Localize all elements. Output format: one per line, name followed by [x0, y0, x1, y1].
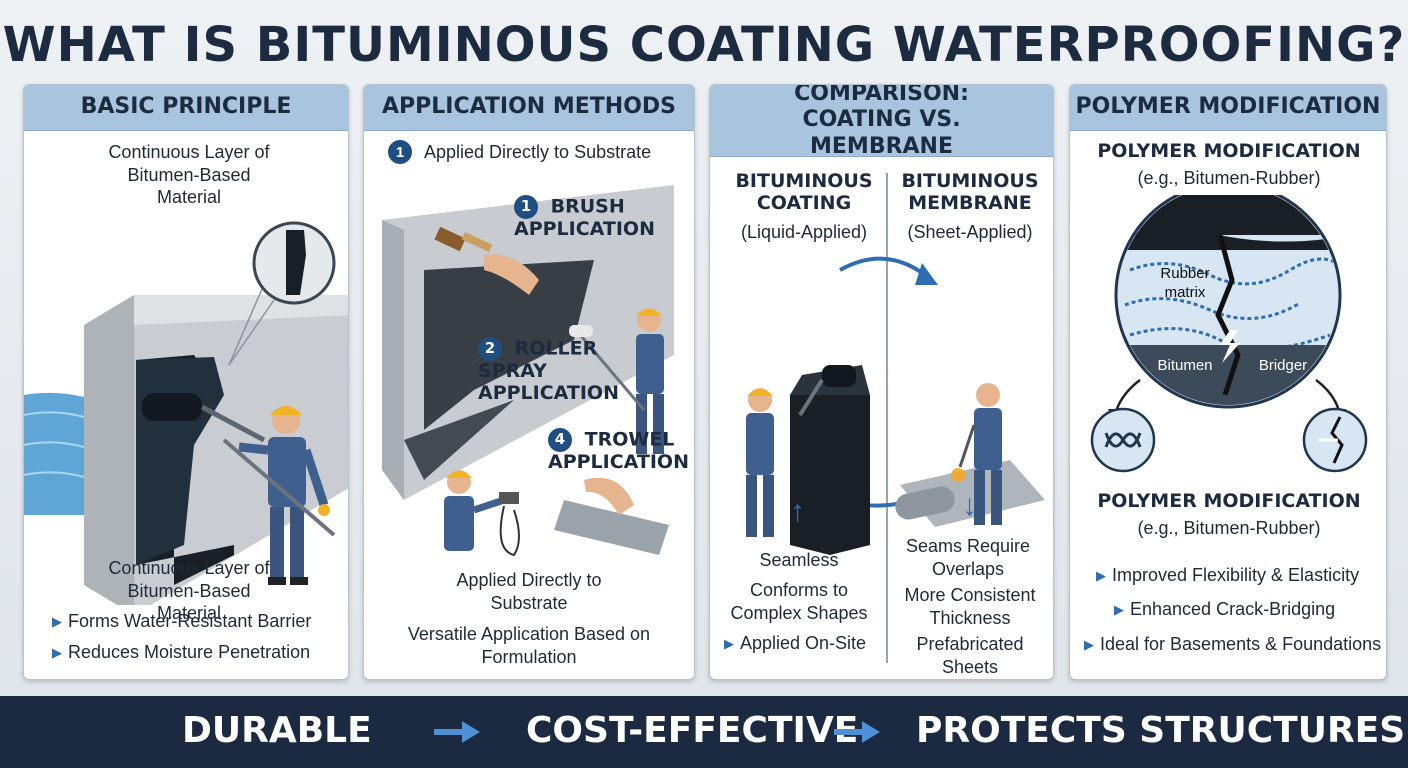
polymer-bottom-subtitle: (e.g., Bitumen-Rubber) — [1137, 518, 1321, 538]
wall-application-illustration — [382, 185, 674, 557]
panel-comparison: COMPARISON: COATING VS. MEMBRANE BITUMIN… — [709, 84, 1054, 680]
bitumen-label: Bitumen — [1157, 357, 1213, 374]
panel-header: BASIC PRINCIPLE — [24, 85, 348, 131]
methods-caption-2: Versatile Application Based on Formulati… — [407, 624, 651, 667]
membrane-title: BITUMINOUS MEMBRANE — [901, 170, 1039, 214]
bridger-label: Bridger — [1258, 357, 1308, 374]
footer-item-protects-structures: PROTECTS STRUCTURES — [916, 710, 1406, 751]
methods-caption-1: Applied Directly to Substrate — [456, 570, 602, 613]
membrane-point: Prefabricated Sheets — [916, 634, 1024, 677]
up-arrow-icon: ↑ — [790, 495, 805, 528]
polymer-bottom-title: POLYMER MODIFICATION — [1097, 490, 1361, 512]
triangle-bullet-icon: ▶ — [52, 613, 62, 629]
triangle-bullet-icon: ▶ — [1096, 567, 1106, 583]
panel-basic-principle: BASIC PRINCIPLE Continuous Layer of Bitu… — [23, 84, 349, 680]
triangle-bullet-icon: ▶ — [724, 635, 734, 651]
brush-step: 1 BRUSH APPLICATION — [514, 195, 655, 240]
footer-item-cost-effective: COST-EFFECTIVE — [526, 710, 859, 751]
flexibility-icon — [1090, 407, 1156, 473]
trowel-step: 4 TROWEL APPLICATION — [548, 428, 689, 473]
panel-header: COMPARISON: COATING VS. MEMBRANE — [710, 85, 1053, 159]
panel-application-methods: APPLICATION METHODS 1 Applied Directly t… — [363, 84, 695, 680]
panel-polymer-modification: POLYMER MODIFICATION POLYMER MODIFICATIO… — [1069, 84, 1387, 680]
rubber-matrix-label: Rubber matrix — [1160, 265, 1210, 301]
footer-item-durable: DURABLE — [182, 710, 372, 751]
coating-vs-membrane-illustration — [746, 256, 1045, 555]
step-number-badge: 4 — [548, 428, 572, 452]
divider — [886, 173, 888, 663]
top-step: 1 Applied Directly to Substrate — [388, 140, 651, 164]
top-caption: Continuous Layer of Bitumen-Based Materi… — [108, 142, 270, 207]
step-number-badge: 2 — [478, 337, 502, 361]
page-title: WHAT IS BITUMINOUS COATING WATERPROOFING… — [2, 17, 1406, 73]
polymer-bullet: ▶ Enhanced Crack-Bridging — [1114, 599, 1336, 619]
crack-bridging-icon — [1302, 407, 1368, 473]
step-number-badge: 1 — [514, 195, 538, 219]
right-arrow-icon — [434, 721, 480, 743]
bullet-item: ▶ Reduces Moisture Penetration — [52, 642, 311, 662]
triangle-bullet-icon: ▶ — [1114, 601, 1124, 617]
triangle-bullet-icon: ▶ — [52, 644, 62, 660]
coating-subtitle: (Liquid-Applied) — [740, 222, 868, 242]
coating-bullet: ▶ Applied On-Site — [724, 633, 867, 653]
polymer-bullet: ▶ Improved Flexibility & Elasticity — [1096, 565, 1360, 585]
down-arrow-icon: ↓ — [962, 489, 977, 522]
triangle-bullet-icon: ▶ — [1084, 636, 1094, 652]
panel-header: APPLICATION METHODS — [364, 85, 694, 131]
rubber-matrix-diagram — [1108, 195, 1346, 423]
bottom-caption: Continuous Layer of Bitumen-Based Materi… — [108, 558, 270, 623]
step-number-badge: 1 — [388, 140, 412, 164]
bullet-item: ▶ Forms Water-Resistant Barrier — [52, 611, 312, 631]
coating-point: Seamless — [759, 550, 839, 570]
membrane-point: Seams Require Overlaps — [905, 536, 1031, 579]
right-arrow-icon — [834, 721, 880, 743]
footer-banner: DURABLE COST-EFFECTIVE PROTECTS STRUCTUR… — [0, 696, 1408, 768]
wall-roller-illustration — [24, 221, 348, 605]
polymer-bullet: ▶ Ideal for Basements & Foundations — [1084, 634, 1382, 654]
membrane-point: More Consistent Thickness — [904, 585, 1036, 628]
polymer-top-title: POLYMER MODIFICATION — [1097, 140, 1361, 162]
membrane-subtitle: (Sheet-Applied) — [907, 222, 1033, 242]
coating-title: BITUMINOUS COATING — [735, 170, 873, 214]
roller-step: 2 ROLLER SPRAY APPLICATION — [478, 337, 619, 404]
polymer-top-subtitle: (e.g., Bitumen-Rubber) — [1137, 168, 1321, 188]
coating-point: Conforms to Complex Shapes — [730, 580, 868, 623]
panel-header: POLYMER MODIFICATION — [1070, 85, 1386, 131]
